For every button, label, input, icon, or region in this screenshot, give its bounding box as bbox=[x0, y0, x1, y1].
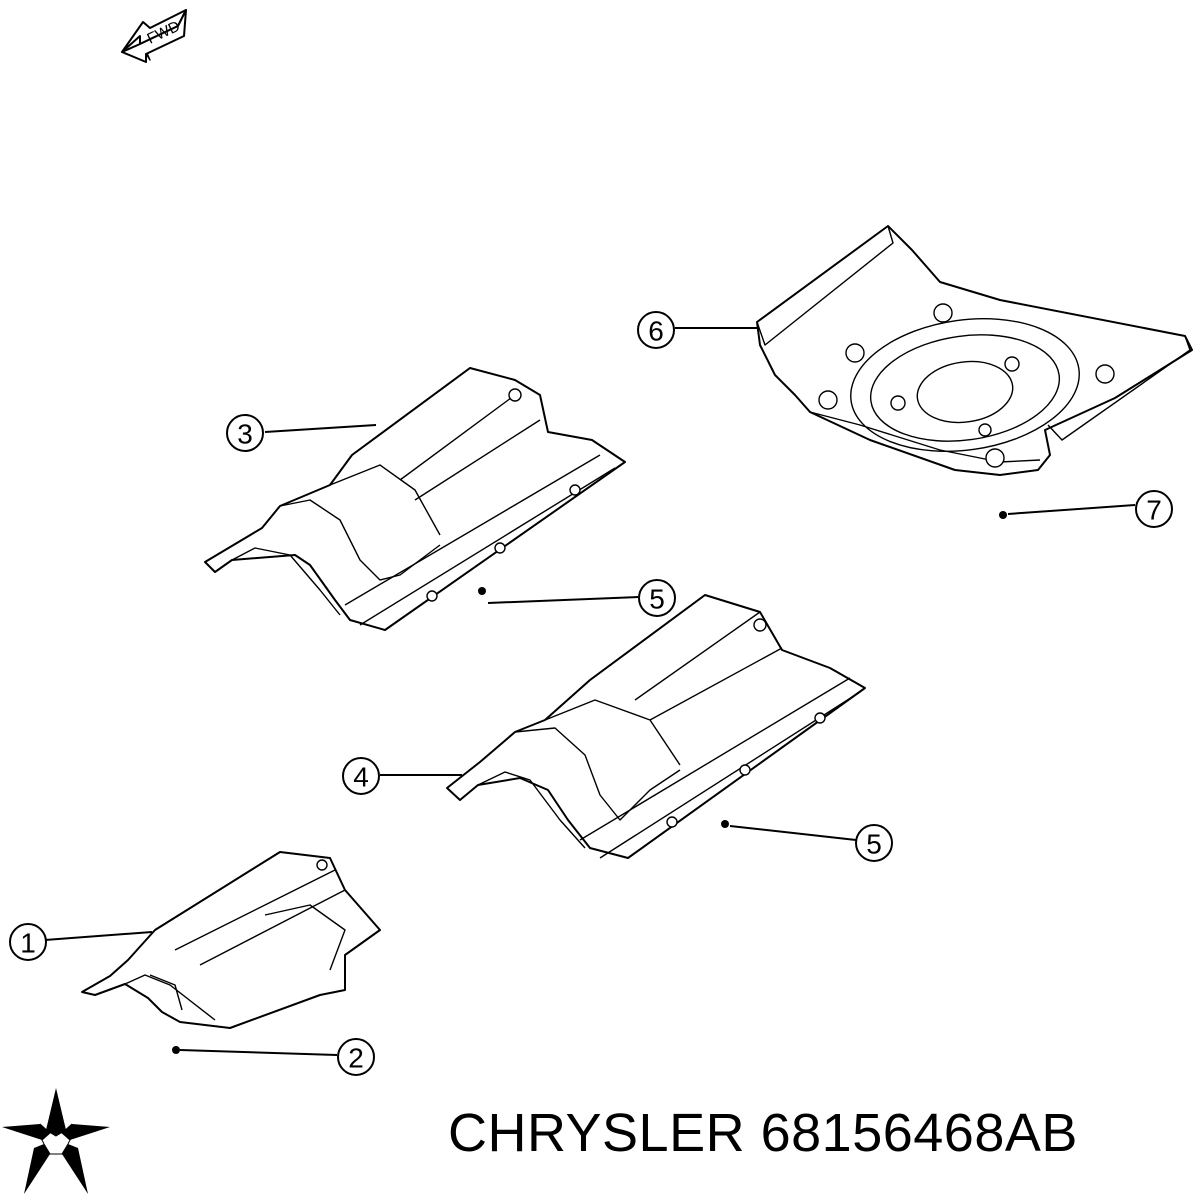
brand-part-number-label: CHRYSLER 68156468AB bbox=[448, 1103, 1078, 1163]
fasteners bbox=[172, 511, 1007, 1054]
part-1-front-heat-shield bbox=[81, 851, 381, 1029]
callout-1-number: 1 bbox=[20, 928, 36, 959]
callout-4: 4 bbox=[342, 757, 380, 795]
callout-1: 1 bbox=[9, 923, 47, 961]
fastener-7 bbox=[999, 511, 1007, 519]
fastener-2 bbox=[172, 1046, 180, 1054]
part-3-tunnel-heat-shield bbox=[204, 367, 626, 631]
chrysler-pentastar-logo bbox=[2, 1088, 110, 1194]
callout-5-upper: 5 bbox=[638, 579, 676, 617]
fwd-arrow-icon: FWD bbox=[121, 9, 187, 63]
leader-lines bbox=[44, 327, 1136, 1056]
callout-5-lower-number: 5 bbox=[866, 829, 882, 860]
part-6-rear-heat-shield bbox=[756, 225, 1193, 476]
callout-7-number: 7 bbox=[1146, 495, 1162, 526]
callout-4-number: 4 bbox=[353, 762, 369, 793]
fastener-5-upper bbox=[478, 587, 486, 595]
callout-5-lower: 5 bbox=[855, 824, 893, 862]
callout-6-number: 6 bbox=[648, 316, 664, 347]
callout-2: 2 bbox=[337, 1038, 375, 1076]
callout-2-number: 2 bbox=[348, 1043, 364, 1074]
fastener-5-lower bbox=[721, 820, 729, 828]
callout-7: 7 bbox=[1135, 490, 1173, 528]
pentastar-icon bbox=[2, 1088, 110, 1194]
part-4-tunnel-heat-shield bbox=[446, 594, 866, 859]
callout-5-upper-number: 5 bbox=[649, 584, 665, 615]
callout-3: 3 bbox=[226, 414, 264, 452]
callout-6: 6 bbox=[637, 311, 675, 349]
callout-3-number: 3 bbox=[237, 419, 253, 450]
